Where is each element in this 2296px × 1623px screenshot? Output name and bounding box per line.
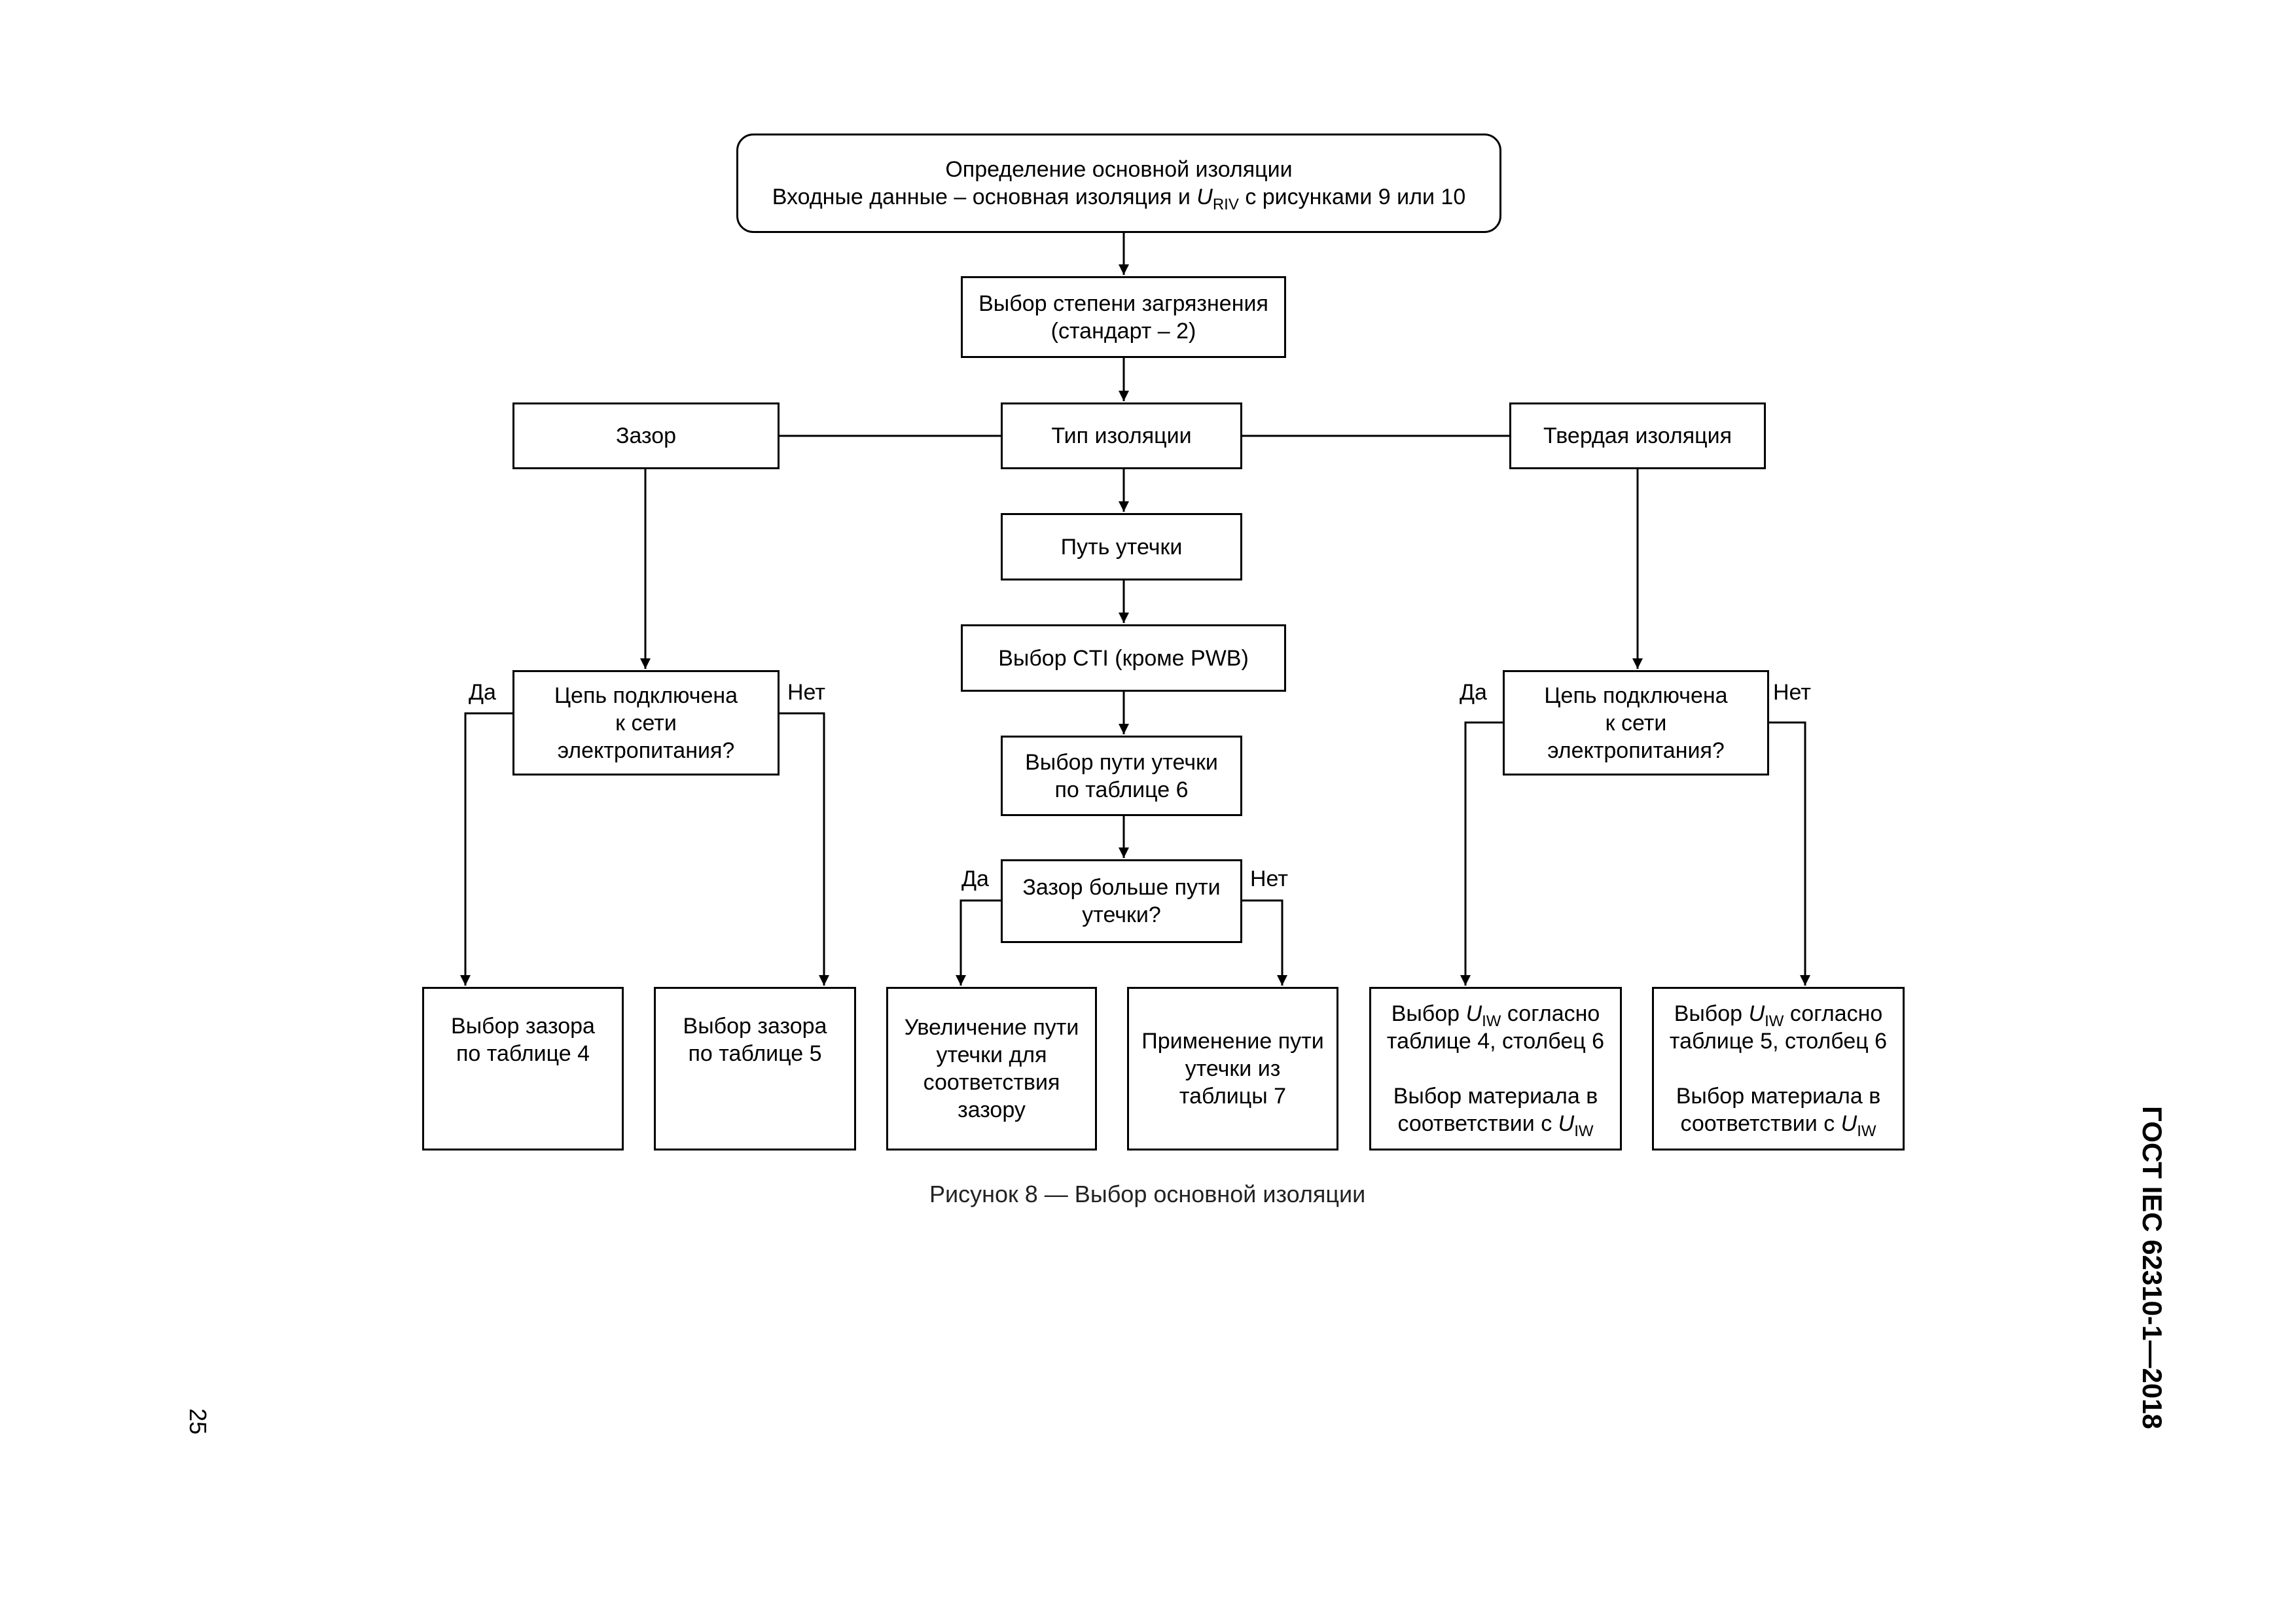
node-solid-insulation: Твердая изоляция <box>1509 402 1766 469</box>
node-cti: Выбор CTI (кроме PWB) <box>961 624 1286 692</box>
table7-line-1: Применение пути <box>1141 1029 1324 1054</box>
uiw5-line-4: соответствии с UIW <box>1680 1111 1876 1140</box>
out-table5-line-1: Выбор зазора <box>683 1014 827 1039</box>
node-uiw-table4: Выбор UIW согласно таблице 4, столбец 6 … <box>1369 987 1622 1150</box>
increase-line-2: утечки для <box>936 1043 1047 1067</box>
node-creepage-table6: Выбор пути утечки по таблице 6 <box>1001 736 1242 816</box>
edge-mains-left-yes <box>460 712 512 986</box>
start-line-2: Входные данные – основная изоляция и URI… <box>772 185 1466 213</box>
edge-label-right-yes: Да <box>1460 680 1487 705</box>
node-start: Определение основной изоляции Входные да… <box>736 134 1501 233</box>
uiw4-line-3: Выбор материала в <box>1393 1084 1598 1109</box>
increase-line-3: соответствия <box>923 1070 1060 1095</box>
node-clearance-table4: Выбор зазора по таблице 4 <box>422 987 624 1150</box>
mains-right-line-1: Цепь подключена <box>1544 683 1728 708</box>
uiw5-line-2: таблице 5, столбец 6 <box>1669 1029 1888 1054</box>
node-clearance: Зазор <box>512 402 780 469</box>
edge-mains-left-no <box>780 712 829 986</box>
table7-line-3: таблицы 7 <box>1179 1084 1287 1109</box>
creepage-table6-line-2: по таблице 6 <box>1054 777 1189 802</box>
edge-label-right-no: Нет <box>1773 680 1811 705</box>
creepage-label: Путь утечки <box>1060 534 1183 560</box>
mains-right-line-2: к сети <box>1605 710 1667 736</box>
increase-line-1: Увеличение пути <box>904 1015 1079 1040</box>
mains-left-line-3: электропитания? <box>557 738 735 763</box>
question-line-1: Зазор больше пути <box>1022 875 1221 900</box>
edge-mains-right-yes <box>1460 721 1503 986</box>
table7-line-2: утечки из <box>1185 1056 1281 1081</box>
uiw5-line-3: Выбор материала в <box>1676 1084 1881 1109</box>
edge-mains-right-no <box>1769 721 1810 986</box>
uiw5-line-1: Выбор UIW согласно <box>1674 1001 1883 1030</box>
node-insulation-type: Тип изоляции <box>1001 402 1242 469</box>
pollution-line-1: Выбор степени загрязнения <box>978 291 1268 316</box>
node-creepage: Путь утечки <box>1001 513 1242 580</box>
out-table5-line-2: по таблице 5 <box>688 1041 822 1066</box>
uiw4-line-1: Выбор UIW согласно <box>1391 1001 1600 1030</box>
mains-left-line-1: Цепь подключена <box>554 683 738 708</box>
mains-right-line-3: электропитания? <box>1547 738 1725 763</box>
start-line-1: Определение основной изоляции <box>945 157 1293 182</box>
uiw4-line-2: таблице 4, столбец 6 <box>1386 1029 1605 1054</box>
node-mains-left: Цепь подключена к сети электропитания? <box>512 670 780 776</box>
node-mains-right: Цепь подключена к сети электропитания? <box>1503 670 1769 776</box>
uiw4-line-4: соответствии с UIW <box>1397 1111 1594 1140</box>
creepage-table6-line-1: Выбор пути утечки <box>1025 749 1218 775</box>
page-number: 25 <box>185 1408 211 1435</box>
document-title: ГОСТ IEC 62310-1—2018 <box>2137 1106 2168 1429</box>
node-clearance-table5: Выбор зазора по таблице 5 <box>654 987 856 1150</box>
edge-label-mid-yes: Да <box>961 866 989 891</box>
cti-label: Выбор CTI (кроме PWB) <box>998 645 1249 671</box>
node-increase-creepage: Увеличение пути утечки для соответствия … <box>886 987 1097 1150</box>
mains-left-line-2: к сети <box>615 710 677 736</box>
pollution-line-2: (стандарт – 2) <box>1050 318 1196 344</box>
out-table4-line-1: Выбор зазора <box>451 1014 595 1039</box>
edge-question-no <box>1242 899 1287 986</box>
node-clearance-vs-creepage: Зазор больше пути утечки? <box>1001 859 1242 943</box>
edge-question-yes <box>956 899 1001 986</box>
solid-insulation-label: Твердая изоляция <box>1543 423 1732 448</box>
node-creepage-table7: Применение пути утечки из таблицы 7 <box>1127 987 1338 1150</box>
question-line-2: утечки? <box>1082 902 1161 927</box>
edge-label-left-no: Нет <box>787 680 825 705</box>
insulation-type-label: Тип изоляции <box>1051 423 1192 448</box>
edge-label-mid-no: Нет <box>1250 866 1288 891</box>
node-uiw-table5: Выбор UIW согласно таблице 5, столбец 6 … <box>1652 987 1905 1150</box>
increase-line-4: зазору <box>958 1097 1026 1122</box>
node-pollution-degree: Выбор степени загрязнения (стандарт – 2) <box>961 276 1286 358</box>
figure-caption: Рисунок 8 — Выбор основной изоляции <box>929 1181 1366 1207</box>
out-table4-line-2: по таблице 4 <box>456 1041 590 1066</box>
edge-label-left-yes: Да <box>469 680 496 705</box>
clearance-label: Зазор <box>615 423 677 448</box>
